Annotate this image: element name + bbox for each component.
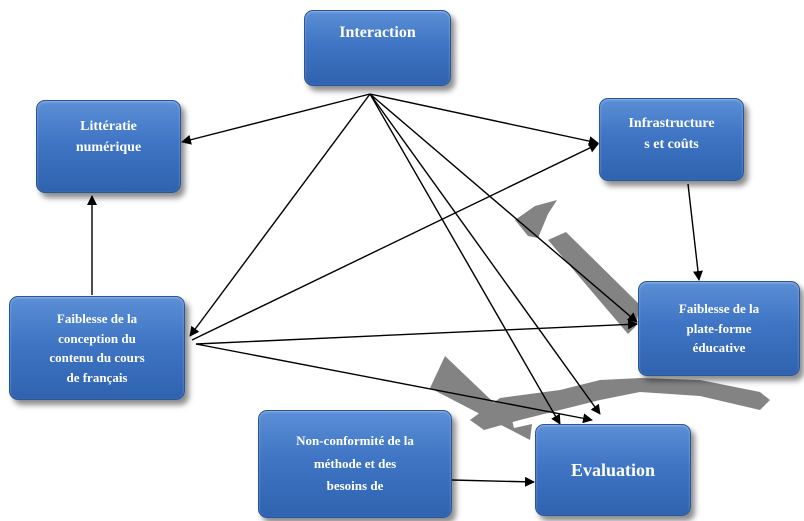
- node-interaction: Interaction: [304, 10, 451, 86]
- arrow-interaction-to-evaluation: [369, 93, 601, 415]
- arrow-nonconformite-to-evaluation: [451, 476, 535, 487]
- node-evaluation: Evaluation: [535, 424, 691, 516]
- arrow-faiblesse-contenu-to-infrastructures: [191, 143, 599, 341]
- node-non-conformite: Non-conformité de la méthode et des beso…: [258, 410, 452, 518]
- arrow-interaction-to-litteratie: [181, 93, 371, 145]
- watermark-shape-bottom-curve: [470, 378, 770, 430]
- arrow-interaction-to-evaluation-2: [369, 93, 561, 425]
- node-litteratie-label: Littératie numérique: [75, 119, 142, 155]
- node-faiblesse-contenu: Faiblesse de la conception du contenu du…: [9, 296, 185, 400]
- arrow-faiblesse-contenu-to-plateforme: [195, 319, 638, 345]
- node-non-conformite-label: Non-conformité de la méthode et des beso…: [296, 432, 414, 494]
- node-faiblesse-plateforme: Faiblesse de la plate-forme éducative: [638, 281, 800, 376]
- arrow-interaction-to-faiblesse-contenu: [189, 93, 371, 337]
- node-litteratie-numerique: Littératie numérique: [36, 100, 181, 193]
- node-infrastructures-label: Infrastructure s et coûts: [628, 116, 715, 152]
- watermark-shape-top: [515, 200, 557, 238]
- watermark-shape-diagonal: [548, 232, 640, 334]
- arrow-interaction-to-plateforme: [369, 93, 638, 323]
- arrows: [87, 93, 703, 487]
- node-interaction-label: Interaction: [339, 24, 416, 41]
- node-infrastructures-couts: Infrastructure s et coûts: [599, 98, 744, 181]
- arrow-faiblesse-contenu-to-evaluation: [195, 343, 593, 424]
- arrow-interaction-to-infrastructures: [369, 93, 599, 146]
- arrow-infrastructures-to-plateforme: [687, 183, 703, 281]
- node-faiblesse-contenu-label: Faiblesse de la conception du contenu du…: [49, 311, 145, 385]
- node-plateforme-label: Faiblesse de la plate-forme éducative: [678, 301, 760, 356]
- node-evaluation-label: Evaluation: [570, 459, 656, 480]
